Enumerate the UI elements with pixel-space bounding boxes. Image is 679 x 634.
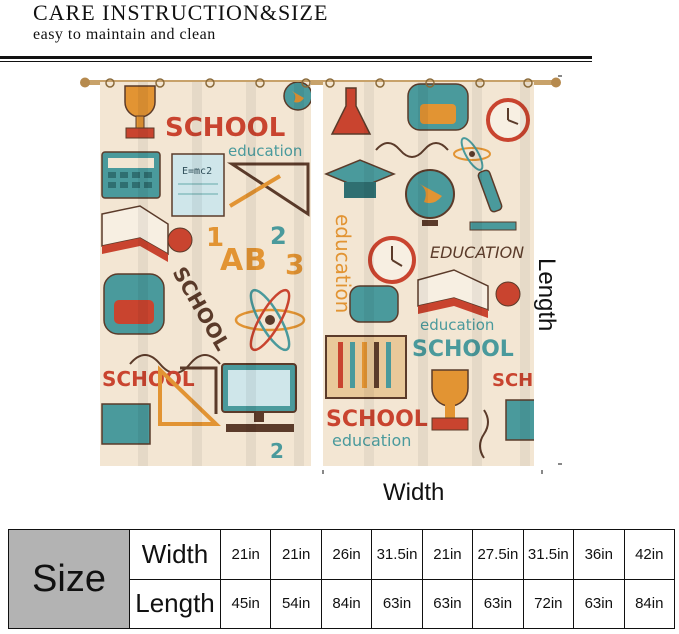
atom-icon	[234, 288, 306, 352]
width-cell: 21in	[270, 529, 322, 580]
size-row-width: Size Width 21in 21in 26in 31.5in 21in 27…	[8, 529, 675, 629]
width-cell: 36in	[573, 529, 625, 580]
art-text-education-2: EDUCATION	[430, 243, 524, 262]
curtain-panel-right: education EDUCATION education SCHOO	[323, 82, 562, 466]
globe-icon-2	[405, 169, 455, 226]
header-divider-thick	[0, 56, 592, 59]
graduation-cap-icon	[324, 159, 396, 198]
width-cell: 21in	[421, 529, 474, 580]
apple-icon	[167, 227, 193, 253]
curtain-product-image: SCHOOL education E=mc2	[80, 74, 562, 474]
alarm-clock-icon	[368, 236, 416, 284]
book-icon-2	[417, 269, 489, 318]
length-label: Length	[533, 258, 560, 332]
length-cell: 72in	[522, 578, 575, 629]
art-text-education-4: education	[332, 431, 411, 450]
width-cell: 31.5in	[371, 529, 423, 580]
page-subtitle: easy to maintain and clean	[33, 26, 216, 43]
notebook-icon: E=mc2	[171, 153, 225, 217]
art-text-school-right: SCHOOL	[492, 370, 562, 391]
curtain-panel-left: SCHOOL education E=mc2	[100, 82, 311, 466]
chalkboard-icon	[101, 403, 151, 445]
length-cell: 63in	[573, 578, 625, 629]
rod-finial-left	[80, 77, 90, 88]
atom-icon-2	[453, 137, 491, 171]
width-cell: 21in	[219, 529, 272, 580]
length-cell: 84in	[320, 578, 373, 629]
art-text-number-3: 3	[285, 248, 304, 281]
dna-icon-2	[375, 142, 449, 158]
flask-icon	[330, 87, 372, 135]
art-text-letter-b: B	[244, 243, 267, 278]
trophy-icon-2	[431, 369, 469, 431]
width-cell: 27.5in	[472, 529, 524, 580]
dna-icon	[129, 354, 221, 374]
length-cell: 45in	[219, 578, 272, 629]
art-text-education: education	[228, 142, 302, 160]
size-header-cell: Size	[8, 529, 130, 629]
width-row-label: Width	[129, 529, 221, 580]
length-row-label: Length	[129, 578, 221, 629]
dna-icon-3	[479, 409, 489, 459]
rod-finial-right	[551, 77, 561, 88]
art-text-number-2: 2	[270, 222, 287, 250]
trophy-icon	[124, 85, 156, 139]
globe-icon	[283, 82, 311, 111]
header-divider-thin	[0, 61, 592, 62]
pencil-case-icon	[325, 335, 407, 399]
microscope-icon	[469, 169, 517, 231]
size-chart-table: Size Width 21in 21in 26in 31.5in 21in 27…	[8, 529, 675, 629]
art-text-school: SCHOOL	[165, 113, 285, 143]
width-cell: 26in	[320, 529, 373, 580]
backpack-icon-2	[407, 83, 469, 131]
width-label: Width	[383, 479, 445, 506]
width-cell: 31.5in	[522, 529, 575, 580]
calculator-icon	[101, 151, 161, 199]
set-square-icon	[226, 162, 310, 217]
microscope-icon-2	[349, 285, 399, 323]
curtain-illustration: SCHOOL education E=mc2	[80, 75, 562, 474]
clock-icon	[486, 98, 530, 142]
book-icon	[101, 205, 169, 262]
art-text-education-3: education	[420, 316, 494, 334]
width-cell: 42in	[623, 529, 675, 580]
chalkboard-icon-2	[505, 399, 534, 441]
size-row-length: Length 45in 54in 84in 63in 63in 63in 72i…	[9, 578, 675, 629]
art-text-school-2: SCHOOL	[326, 407, 428, 432]
art-text-education-caps: SCHOOL	[412, 337, 514, 362]
computer-monitor-icon	[221, 363, 297, 432]
length-cell: 63in	[371, 578, 423, 629]
width-dimension-line	[322, 470, 543, 474]
length-cell: 63in	[421, 578, 474, 629]
art-text-number-2b: 2	[270, 439, 284, 463]
backpack-icon	[103, 273, 165, 335]
ruler-icon	[158, 365, 221, 426]
art-text-number-1: 1	[206, 223, 224, 253]
length-cell: 54in	[270, 578, 322, 629]
length-dimension-line	[558, 75, 562, 465]
length-cell: 84in	[623, 578, 675, 629]
art-text-letter-a: A	[220, 243, 244, 278]
art-text-formula: E=mc2	[182, 166, 212, 177]
page-title: CARE INSTRUCTION&SIZE	[33, 0, 329, 25]
apple-icon-2	[495, 281, 521, 307]
length-cell: 63in	[472, 578, 524, 629]
